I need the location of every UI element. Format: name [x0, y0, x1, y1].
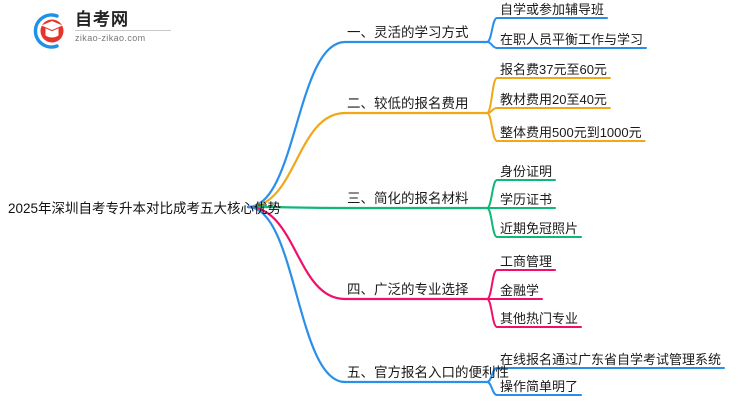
leaf-label[interactable]: 学历证书 — [500, 192, 553, 207]
leaf-label[interactable]: 自学或参加辅导班 — [500, 2, 605, 17]
leaf-label[interactable]: 其他热门专业 — [500, 311, 579, 326]
branch-label[interactable]: 四、广泛的专业选择 — [347, 282, 469, 297]
site-logo: 自考网 zikao-zikao.com — [27, 8, 172, 52]
leaf-label[interactable]: 在线报名通过广东省自学考试管理系统 — [500, 352, 722, 367]
branch-label[interactable]: 三、简化的报名材料 — [347, 191, 469, 206]
leaf-label[interactable]: 教材费用20至40元 — [500, 92, 607, 107]
graduation-cap-circle-icon — [27, 10, 69, 52]
branch-label[interactable]: 五、官方报名入口的便利性 — [347, 365, 509, 380]
branch-label[interactable]: 二、较低的报名费用 — [347, 96, 469, 111]
logo-domain: zikao-zikao.com — [75, 33, 146, 43]
root-node-label: 2025年深圳自考专升本对比成考五大核心优势 — [8, 201, 282, 216]
leaf-label[interactable]: 工商管理 — [500, 254, 553, 269]
logo-text: 自考网 zikao-zikao.com — [75, 10, 173, 44]
logo-title: 自考网 — [75, 10, 129, 29]
leaf-label[interactable]: 操作简单明了 — [500, 379, 579, 394]
leaf-label[interactable]: 报名费37元至60元 — [500, 62, 607, 77]
leaf-label[interactable]: 在职人员平衡工作与学习 — [500, 32, 644, 47]
leaf-label[interactable]: 近期免冠照片 — [500, 221, 579, 236]
leaf-label[interactable]: 金融学 — [500, 283, 540, 298]
leaf-label[interactable]: 身份证明 — [500, 164, 553, 179]
branch-label[interactable]: 一、灵活的学习方式 — [347, 25, 469, 40]
logo-divider — [75, 30, 171, 31]
leaf-label[interactable]: 整体费用500元到1000元 — [500, 125, 642, 140]
